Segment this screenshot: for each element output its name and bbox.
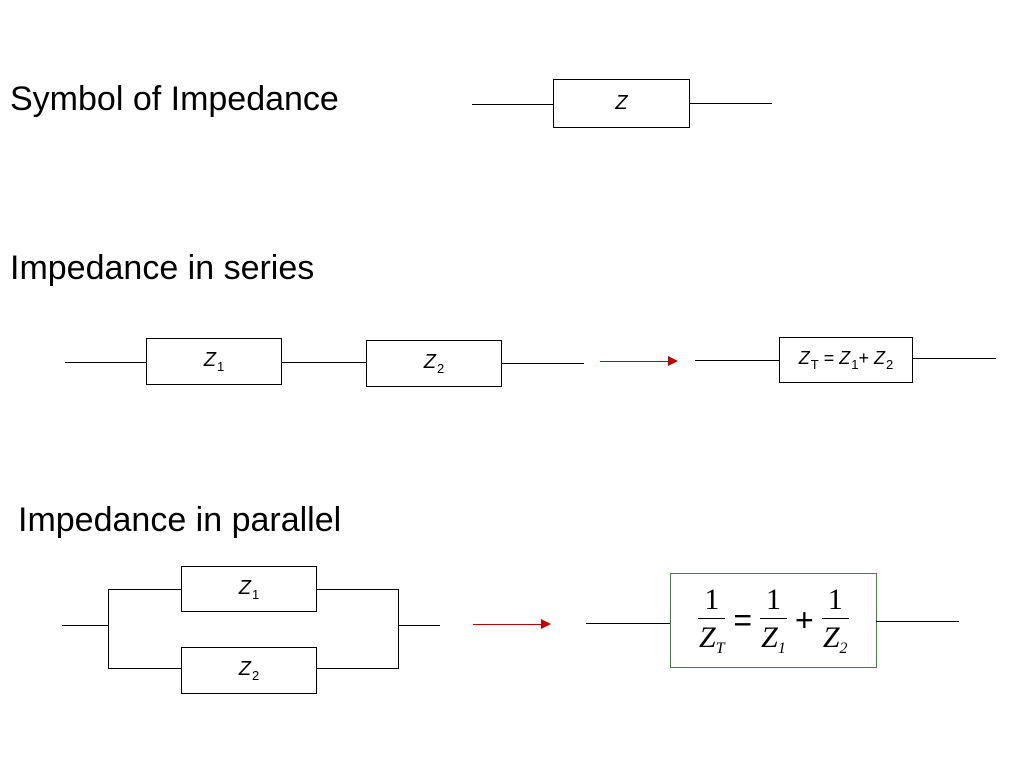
fraction-z2: 1 Z2 [821,582,849,657]
parallel-lead-left [62,625,109,626]
fraction-z1: 1 Z1 [760,582,787,657]
series-arrow [600,356,678,366]
series-result-lead-right [912,358,996,359]
series-result-lead-left [695,360,780,361]
impedance-symbol-box: Z [553,79,690,128]
series-lead-left [65,362,147,363]
plus-sign: + [795,602,814,638]
parallel-arrow [473,619,551,629]
parallel-lead-right [398,625,440,626]
parallel-top-left-wire [108,589,182,590]
series-z1-label: Z1 [203,349,225,374]
symbol-lead-right [689,103,772,104]
series-result-box: ZT = Z1+ Z2 [779,337,913,383]
parallel-bottom-left-wire [108,668,182,669]
series-lead-right [501,363,584,364]
parallel-left-rail [108,589,109,668]
series-result-formula: ZT = Z1+ Z2 [798,348,894,372]
series-z2-label: Z2 [423,351,445,376]
symbol-lead-left [472,104,554,105]
series-z2-box: Z2 [366,340,502,387]
series-heading: Impedance in series [10,249,315,287]
parallel-bottom-right-wire [316,668,399,669]
parallel-result-lead-left [586,623,671,624]
fraction-lhs: 1 ZT [698,582,726,657]
parallel-z1-label: Z1 [238,576,260,602]
equals-sign: = [733,602,752,638]
parallel-heading: Impedance in parallel [18,501,342,539]
parallel-top-right-wire [316,589,399,590]
parallel-equation-box: 1 ZT = 1 Z1 + 1 Z2 [670,573,877,668]
series-link-wire [281,362,367,363]
parallel-z2-label: Z2 [238,658,260,683]
parallel-result-lead-right [876,621,959,622]
symbol-heading: Symbol of Impedance [10,80,339,118]
parallel-z2-box: Z2 [181,647,317,694]
series-z1-box: Z1 [146,338,282,385]
parallel-right-rail [398,589,399,668]
impedance-symbol-label: Z [615,92,628,114]
parallel-z1-box: Z1 [181,566,317,612]
